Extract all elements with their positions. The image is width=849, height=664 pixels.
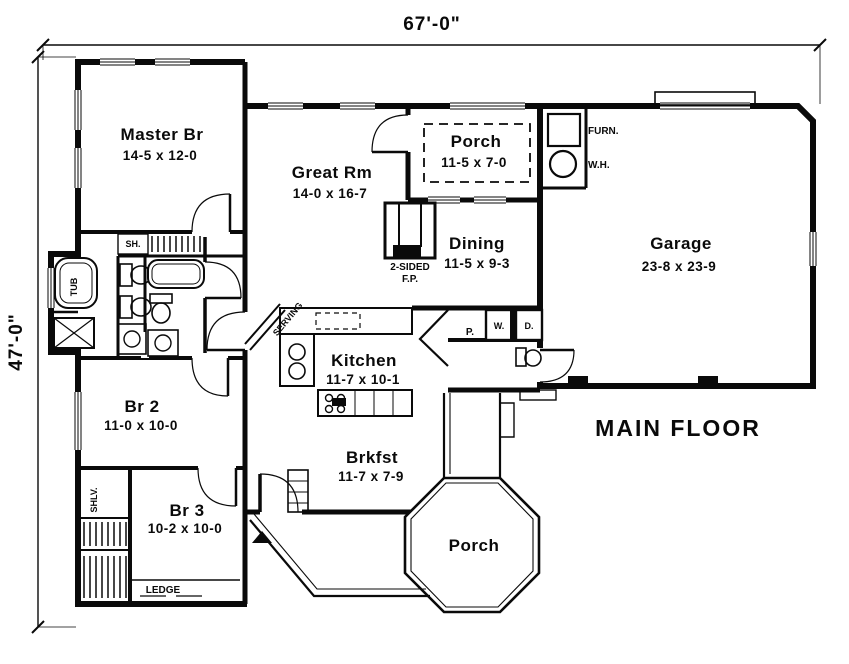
dryer-icon [510, 308, 544, 342]
shower-icon [53, 317, 95, 349]
label-pantry: P. [466, 327, 474, 338]
washer-icon [484, 308, 514, 342]
plan-title: MAIN FLOOR [595, 415, 761, 441]
label-shelves: SHLV. [89, 487, 99, 512]
door-arcs [191, 114, 575, 513]
room-size-kitchen: 11-7 x 10-1 [326, 372, 400, 387]
porch-dashed-outline [423, 123, 531, 183]
label-furnace: FURN. [588, 126, 619, 137]
room-size-brkfst: 11-7 x 7-9 [338, 469, 404, 484]
room-label-garage: Garage [650, 234, 712, 253]
door-swing-marker [252, 531, 272, 543]
garage-door-notches [568, 376, 718, 386]
kitchen-counters [244, 303, 413, 387]
sink-icon [117, 323, 147, 355]
room-label-porch-bottom: Porch [449, 536, 500, 555]
ledge-line [130, 579, 240, 597]
room-label-dining: Dining [449, 234, 505, 253]
tub-icon [54, 257, 98, 309]
room-size-br3: 10-2 x 10-0 [148, 521, 223, 536]
room-size-great-rm: 14-0 x 16-7 [293, 186, 368, 201]
room-label-br2: Br 2 [124, 397, 159, 416]
deck-and-gazebo [249, 393, 541, 614]
door-openings [141, 115, 545, 517]
windows [47, 58, 817, 450]
furnace-icon [546, 112, 582, 148]
room-size-master-br: 14-5 x 12-0 [123, 148, 198, 163]
powder-toilet-icon [515, 347, 542, 367]
label-dryer: D. [525, 321, 534, 331]
dimension-lines [31, 38, 827, 634]
room-size-br2: 11-0 x 10-0 [104, 418, 178, 433]
room-label-porch-top: Porch [451, 132, 502, 151]
room-size-porch-top: 11-5 x 7-0 [441, 155, 507, 170]
fireplace-icon [383, 201, 437, 260]
room-label-master-br: Master Br [121, 125, 204, 144]
label-ledge: LEDGE [146, 585, 181, 596]
hall-bath-sink-icon [147, 329, 179, 357]
room-size-dining: 11-5 x 9-3 [444, 256, 510, 271]
label-shower: SH. [125, 239, 140, 249]
room-labels: Master Br 14-5 x 12-0 Great Rm 14-0 x 16… [104, 125, 761, 555]
kitchen-sink-icon [288, 343, 306, 380]
label-washer: W. [494, 321, 505, 331]
room-size-garage: 23-8 x 23-9 [642, 259, 717, 274]
label-water-heater: W.H. [588, 160, 610, 171]
closet-hatch [83, 233, 309, 598]
dim-height-label: 47'-0" [6, 313, 27, 371]
room-label-brkfst: Brkfst [346, 448, 398, 467]
water-heater-icon [548, 149, 578, 179]
range-icon [317, 389, 413, 417]
label-tub: TUB [69, 277, 79, 296]
label-fireplace-line2: F.P. [402, 274, 418, 285]
hall-bath-tub-icon [147, 259, 205, 289]
room-label-br3: Br 3 [169, 501, 204, 520]
label-fireplace-line1: 2-SIDED [390, 262, 429, 273]
garage-step [519, 389, 557, 401]
room-label-kitchen: Kitchen [331, 351, 397, 370]
pantry-wall [418, 309, 449, 367]
dim-width-label: 67'-0" [403, 14, 461, 35]
room-label-great-rm: Great Rm [292, 163, 373, 182]
hall-bath-toilet-icon [149, 293, 173, 324]
